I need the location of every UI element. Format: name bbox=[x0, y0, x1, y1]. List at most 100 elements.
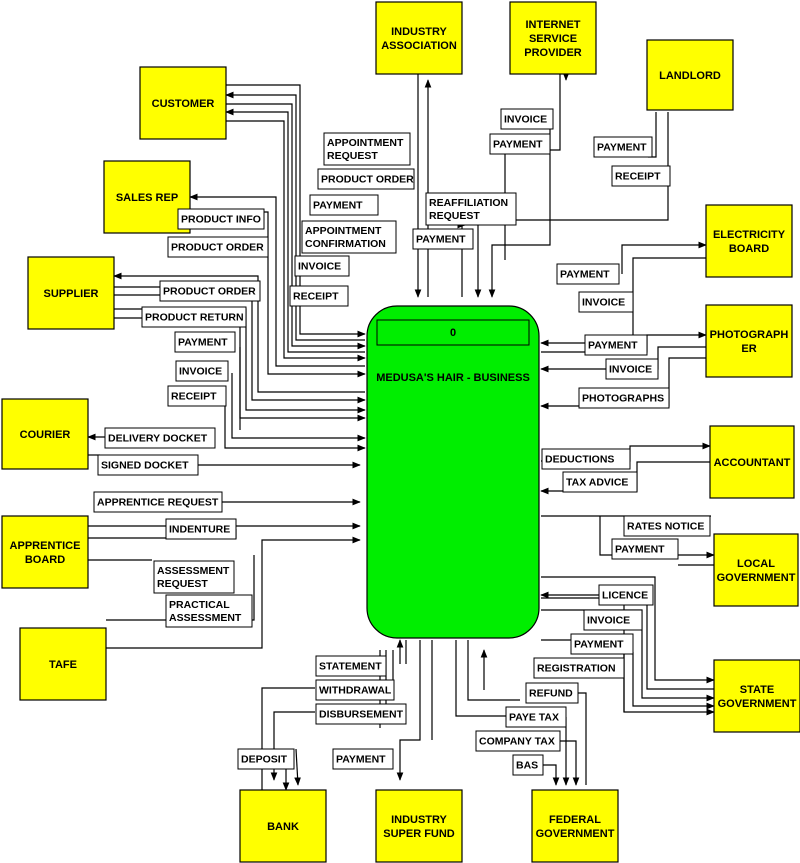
flow-label-state-invoice: INVOICE bbox=[583, 609, 643, 631]
flow-label-text: PAYMENT bbox=[493, 139, 543, 151]
entity-supplier: SUPPLIER bbox=[27, 256, 115, 330]
flow-connector bbox=[543, 764, 560, 786]
flow-label-landlord-receipt: RECEIPT bbox=[611, 165, 671, 187]
entity-label: LOCAL bbox=[737, 558, 775, 570]
flow-connector bbox=[189, 193, 365, 367]
flow-label-sup-product-order: PRODUCT ORDER bbox=[159, 280, 261, 302]
flow-label-landlord-payment: PAYMENT bbox=[593, 136, 653, 158]
flow-label-text: APPRENTICE REQUEST bbox=[97, 497, 219, 509]
flow-label-sup-invoice: INVOICE bbox=[175, 360, 229, 382]
flow-label-text: PAYMENT bbox=[416, 234, 466, 246]
flow-label-ia-payment: PAYMENT bbox=[412, 228, 474, 250]
flow-label-cust-receipt: RECEIPT bbox=[289, 285, 349, 307]
flow-label-text: REQUEST bbox=[327, 150, 378, 162]
entity-label: SERVICE bbox=[529, 33, 577, 45]
process-name: MEDUSA'S HAIR - BUSINESS bbox=[376, 372, 530, 384]
flow-connector bbox=[225, 108, 365, 353]
entity-label: INTERNET bbox=[526, 19, 581, 31]
flow-label-delivery-docket: DELIVERY DOCKET bbox=[104, 427, 216, 449]
flow-label-photo-payment: PAYMENT bbox=[584, 334, 648, 356]
flow-label-elec-invoice: INVOICE bbox=[578, 291, 634, 313]
flow-connector bbox=[540, 591, 714, 690]
flow-connector bbox=[106, 536, 361, 649]
entity-label: ASSOCIATION bbox=[381, 40, 457, 52]
flow-label-rates-notice: RATES NOTICE bbox=[623, 515, 711, 537]
flow-label-text: PAYMENT bbox=[313, 200, 363, 212]
flow-label-text: REGISTRATION bbox=[537, 663, 616, 675]
process-number: 0 bbox=[450, 327, 456, 339]
flow-label-text: RECEIPT bbox=[615, 171, 661, 183]
flow-connector bbox=[455, 640, 508, 717]
flow-connector bbox=[632, 652, 715, 710]
entity-label: FEDERAL bbox=[549, 814, 601, 826]
flow-connector bbox=[226, 120, 366, 362]
entity-bank: BANK bbox=[239, 789, 327, 863]
flow-label-text: INVOICE bbox=[609, 364, 652, 376]
flow-label-state-payment: PAYMENT bbox=[570, 633, 634, 655]
flow-connector bbox=[225, 91, 365, 341]
entity-label: INDUSTRY bbox=[391, 814, 447, 826]
flow-label-text: PRODUCT ORDER bbox=[171, 242, 264, 254]
entity-label: APPRENTICE bbox=[10, 540, 81, 552]
flow-connector bbox=[504, 74, 561, 260]
flow-label-product-return: PRODUCT RETURN bbox=[141, 306, 247, 328]
entity-label: PROVIDER bbox=[524, 47, 582, 59]
flow-label-bas: BAS bbox=[512, 754, 544, 776]
flow-connector bbox=[261, 687, 315, 790]
flow-label-text: REQUEST bbox=[429, 210, 480, 222]
flow-label-company-tax: COMPANY TAX bbox=[475, 730, 561, 752]
flow-label-text: REQUEST bbox=[157, 578, 208, 590]
flow-label-text: INVOICE bbox=[582, 297, 625, 309]
flow-connector bbox=[226, 84, 366, 338]
flow-label-text: PRODUCT RETURN bbox=[145, 312, 244, 324]
flow-label-apprentice-request: APPRENTICE REQUEST bbox=[93, 491, 223, 513]
flow-connector bbox=[270, 711, 315, 781]
entity-label: BANK bbox=[267, 821, 299, 833]
flow-label-text: LICENCE bbox=[602, 590, 648, 602]
entity-label: ER bbox=[741, 343, 756, 355]
entity-label: INDUSTRY bbox=[391, 26, 447, 38]
flow-label-text: PAYMENT bbox=[560, 269, 610, 281]
entity-label: SUPPLIER bbox=[43, 288, 98, 300]
flow-label-text: INVOICE bbox=[587, 615, 630, 627]
entity-label: GOVERNMENT bbox=[717, 572, 796, 584]
flow-label-text: REAFFILIATION bbox=[429, 197, 508, 209]
flow-label-product-info: PRODUCT INFO bbox=[177, 208, 265, 230]
flow-label-rep-product-order: PRODUCT ORDER bbox=[167, 236, 269, 258]
flow-label-text: BAS bbox=[516, 760, 538, 772]
entity-label: BOARD bbox=[729, 243, 769, 255]
process-number-box bbox=[376, 319, 530, 346]
flow-label-text: REFUND bbox=[529, 688, 573, 700]
entity-landlord: LANDLORD bbox=[646, 39, 734, 111]
entity-label: TAFE bbox=[49, 659, 77, 671]
flow-label-deposit: DEPOSIT bbox=[237, 748, 295, 770]
flow-label-isp-payment: PAYMENT bbox=[489, 133, 551, 155]
flow-label-text: INDENTURE bbox=[169, 524, 230, 536]
flow-connector bbox=[578, 692, 587, 785]
flow-label-tax-advice: TAX ADVICE bbox=[562, 471, 638, 493]
entity-label: GOVERNMENT bbox=[718, 698, 797, 710]
flow-label-text: APPOINTMENT bbox=[327, 137, 404, 149]
flow-label-text: PAYMENT bbox=[178, 337, 228, 349]
flow-connector bbox=[467, 640, 520, 701]
flow-label-text: ASSESSMENT bbox=[169, 612, 242, 624]
entity-tafe: TAFE bbox=[19, 627, 107, 701]
flow-label-text: PRODUCT ORDER bbox=[321, 174, 414, 186]
flow-label-isp-invoice: INVOICE bbox=[500, 108, 554, 130]
flow-label-super-payment: PAYMENT bbox=[332, 748, 394, 770]
flow-connector bbox=[113, 272, 365, 393]
flow-label-text: RATES NOTICE bbox=[627, 521, 704, 533]
entity-internet-service-provider: INTERNET SERVICE PROVIDER bbox=[509, 1, 597, 75]
flow-connector bbox=[106, 555, 255, 621]
entity-label: SUPER FUND bbox=[383, 828, 455, 840]
entity-label: ACCOUNTANT bbox=[714, 457, 791, 469]
flow-label-sup-payment: PAYMENT bbox=[174, 331, 236, 353]
flow-connector bbox=[231, 373, 366, 442]
